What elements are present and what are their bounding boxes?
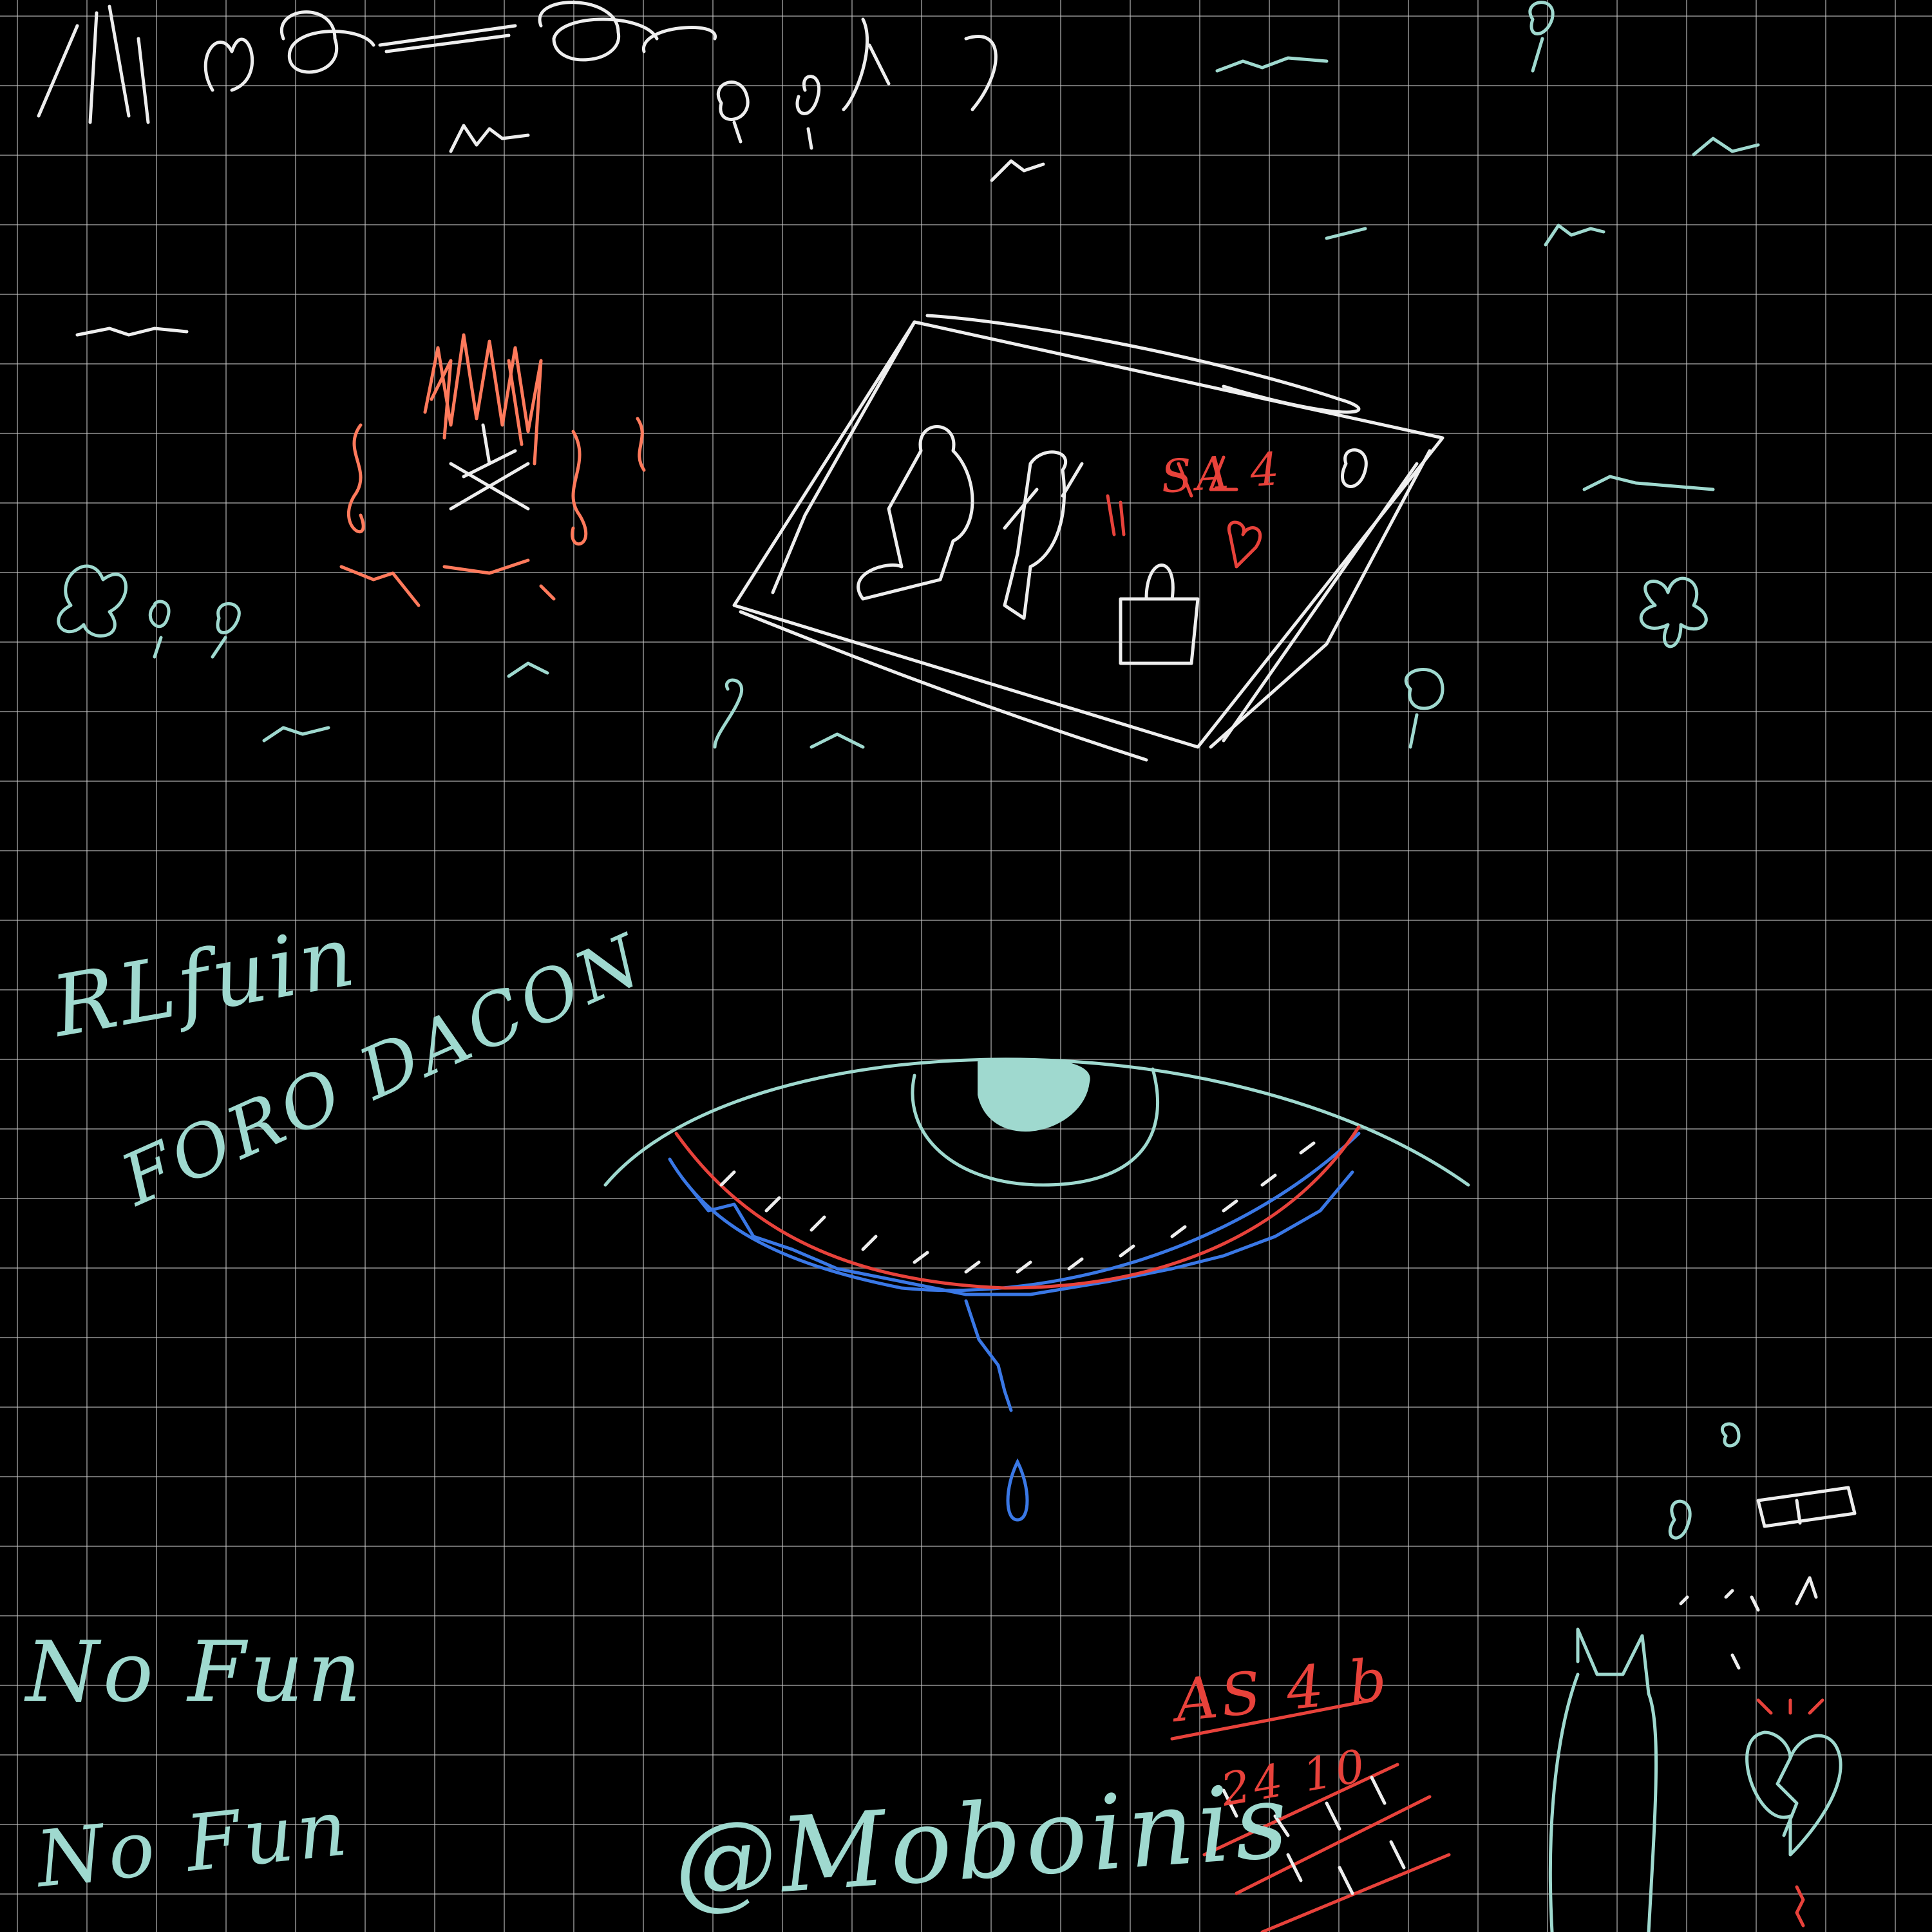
- campfire-icon: [339, 333, 646, 607]
- flower-icon: [57, 564, 241, 659]
- flower-icon: [1639, 576, 1708, 649]
- handwritten-no-fun-1: No Fun: [26, 1623, 365, 1721]
- cat-icon: [1548, 1627, 1658, 1932]
- broken-heart-icon: [1745, 1698, 1842, 1927]
- grass-tuft: [1544, 223, 1605, 247]
- small-flower-icon: [713, 678, 744, 749]
- crying-eye-icon: [603, 1057, 1470, 1412]
- grass-tuft: [75, 327, 189, 337]
- teardrop-icon: [1006, 1458, 1029, 1522]
- strikethrough-lines: [1170, 1698, 1451, 1932]
- battery-icon: [1668, 1422, 1857, 1670]
- grass-tuft: [449, 124, 530, 153]
- small-flower-icon: [716, 17, 998, 150]
- grass-tuft: [1582, 475, 1715, 491]
- grass-tuft: [507, 661, 549, 678]
- small-flower-icon: [1404, 668, 1444, 749]
- grass-tuft: [262, 726, 330, 743]
- grass-tuft: [1692, 137, 1760, 156]
- picnic-blanket-icon: [732, 314, 1444, 762]
- doodle-tree-icon: [37, 1, 717, 124]
- grass-tuft: [1325, 227, 1367, 240]
- grass-tuft: [990, 159, 1045, 182]
- grass-tuft: [810, 732, 865, 749]
- picnic-red-marks: [1106, 455, 1262, 569]
- small-flower-icon: [1528, 1, 1555, 73]
- grass-tuft: [1215, 56, 1329, 73]
- picnic-red-label: SA 4: [1159, 442, 1285, 504]
